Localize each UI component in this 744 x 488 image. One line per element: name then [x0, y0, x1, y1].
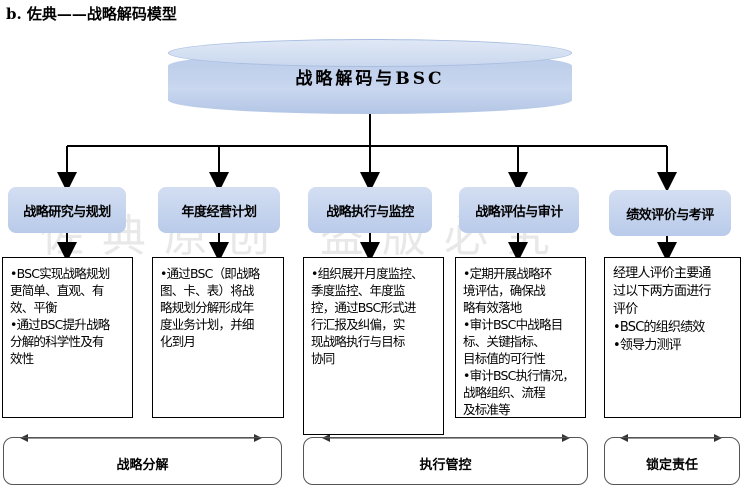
box-evaluation-audit: •定期开展战略环 境评估，确保战 略有效落地 •审计BSC中战略目 标、关键指标…: [455, 257, 586, 418]
figure-heading: b. 佐典——战略解码模型: [6, 5, 177, 23]
box-line: 效性: [10, 351, 34, 366]
box-line: 过以下两方面进行: [613, 284, 711, 299]
pill-annual-plan: 年度经营计划: [158, 187, 280, 233]
box-line: 略规划分解形成年: [160, 300, 254, 315]
pill-performance-review: 绩效评价与考评: [609, 190, 731, 236]
phase-label-control: 执行管控: [419, 458, 472, 473]
box-line: •通过BSC（即战略: [160, 266, 260, 281]
box-strategy-research: •BSC实现战略规划 更简单、直观、有 效、平衡 •通过BSC提升战略 分解的科…: [2, 257, 133, 418]
box-line: 现战略执行与目标: [311, 334, 405, 349]
top-node-label: 战略解码与BSC: [295, 69, 445, 89]
box-line: 度业务计划，并细: [160, 317, 254, 332]
box-line: 化到月: [160, 334, 196, 349]
phase-bracket-decomposition: [3, 437, 282, 485]
box-line: 略有效落地: [463, 300, 522, 315]
box-line: 协同: [311, 351, 335, 366]
box-performance-review: 经理人评价主要通 过以下两方面进行 评价 •BSC的组织绩效 •领导力测评: [604, 257, 741, 418]
phase-bracket-accountability: [604, 437, 740, 485]
box-line: 季度监控、年度监: [311, 283, 405, 298]
box-line: 目标值的可行性: [463, 351, 546, 366]
box-line: •通过BSC提升战略: [10, 317, 110, 332]
pill-strategy-research: 战略研究与规划: [8, 187, 126, 233]
box-line: 境评估，确保战: [463, 283, 546, 298]
box-line: •组织展开月度监控、: [311, 266, 424, 281]
box-annual-plan: •通过BSC（即战略 图、卡、表）将战 略规划分解形成年 度业务计划，并细 化到…: [152, 257, 284, 418]
box-line: •审计BSC执行情况，: [463, 368, 575, 383]
box-line: 效、平衡: [10, 300, 58, 315]
box-line: 战略组织、流程: [463, 385, 546, 400]
pill-execution-monitoring: 战略执行与监控: [308, 187, 432, 233]
box-line: 图、卡、表）将战: [160, 283, 254, 298]
box-line: 评价: [613, 302, 638, 317]
phase-bracket-control: [303, 437, 588, 485]
box-line: •BSC的组织绩效: [613, 320, 705, 335]
cylinder-top: [168, 39, 572, 67]
phase-label-accountability: 锁定责任: [645, 458, 698, 473]
box-line: 行汇报及纠偏，实: [311, 317, 405, 332]
box-line: •定期开展战略环: [463, 266, 552, 281]
phase-label-decomposition: 战略分解: [116, 458, 169, 473]
box-line: 分解的科学性及有: [10, 334, 104, 349]
box-line: 更简单、直观、有: [10, 283, 104, 298]
box-line: •审计BSC中战略目: [463, 317, 563, 332]
box-line: •领导力测评: [613, 338, 682, 353]
box-line: 经理人评价主要通: [613, 266, 711, 281]
box-line: 控，通过BSC形式进: [311, 300, 416, 315]
box-execution-monitoring: •组织展开月度监控、 季度监控、年度监 控，通过BSC形式进 行汇报及纠偏，实 …: [303, 257, 444, 435]
box-line: 标、关键指标、: [463, 334, 546, 349]
box-line: 及标准等: [463, 402, 511, 417]
box-line: •BSC实现战略规划: [10, 266, 110, 281]
pill-evaluation-audit: 战略评估与审计: [459, 187, 579, 233]
